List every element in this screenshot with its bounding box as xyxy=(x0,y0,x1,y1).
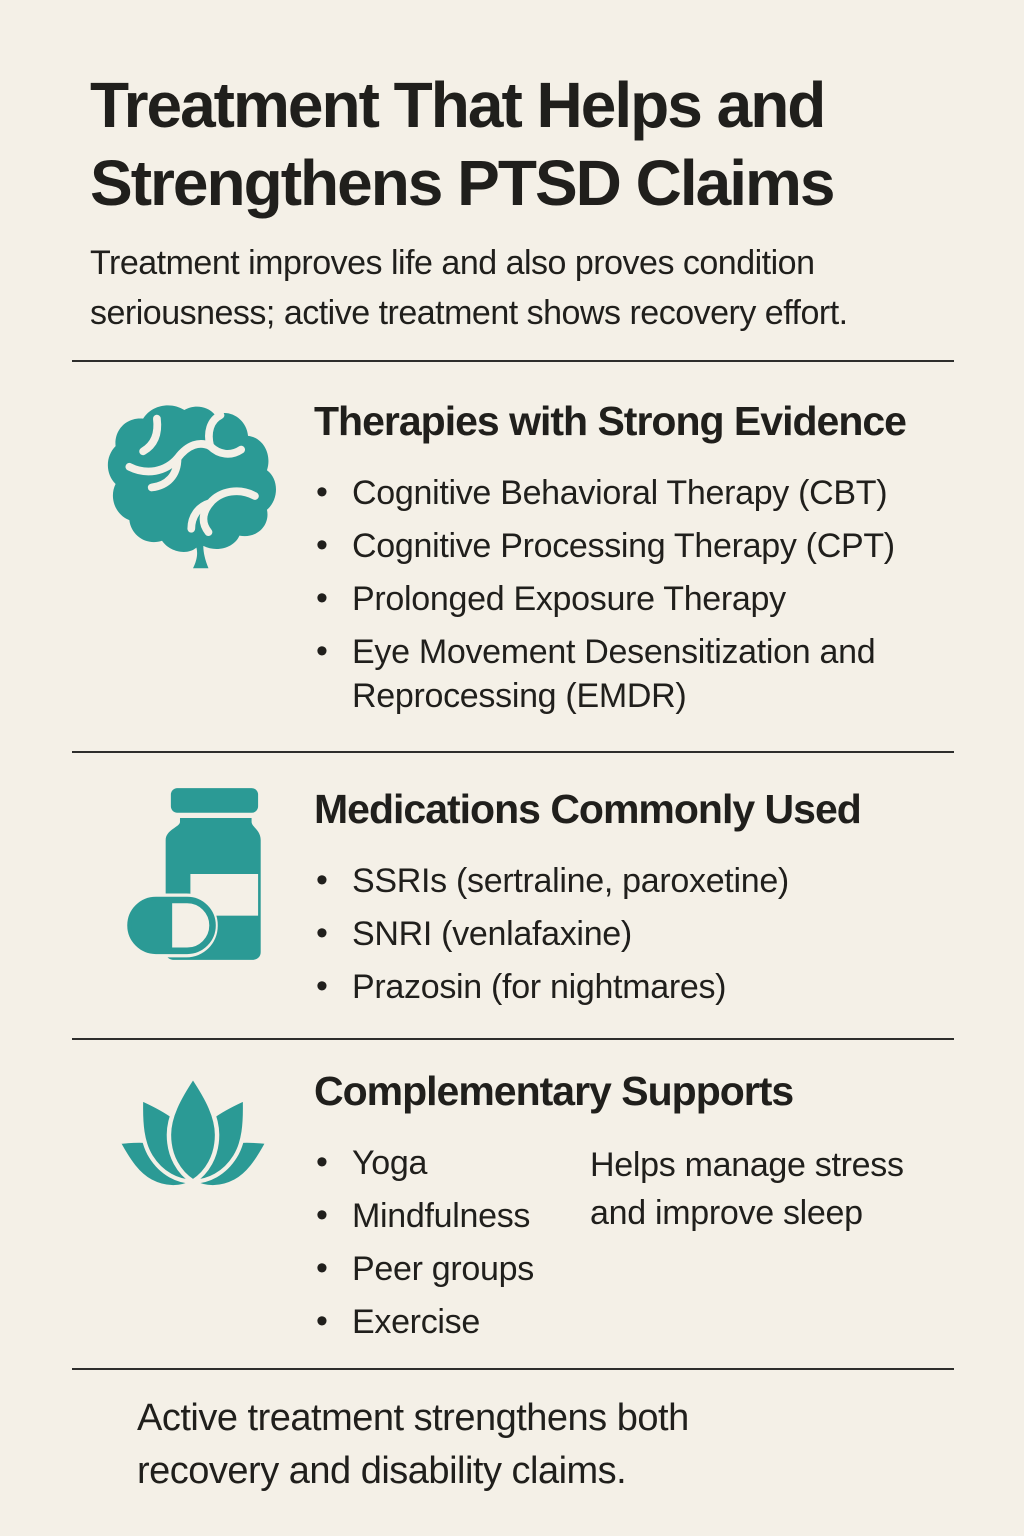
bullet-item: Peer groups xyxy=(314,1246,590,1291)
bullet-list: Cognitive Behavioral Therapy (CBT) Cogni… xyxy=(314,470,974,718)
section-medications: Medications Commonly Used SSRIs (sertral… xyxy=(0,784,1024,1018)
divider xyxy=(72,751,954,753)
bullet-item: SNRI (venlafaxine) xyxy=(314,911,974,956)
bullet-item: SSRIs (sertraline, paroxetine) xyxy=(314,858,974,903)
section-complementary: Complementary Supports Yoga Mindfulness … xyxy=(0,1066,1024,1353)
bullet-item: Exercise xyxy=(314,1299,590,1344)
page-title-line-1: Treatment That Helps and xyxy=(90,69,826,141)
bullet-item: Yoga xyxy=(314,1140,590,1185)
footer-note: Active treatment strengthens both recove… xyxy=(137,1397,689,1492)
bullet-item: Eye Movement Desensitization and Reproce… xyxy=(314,629,974,718)
divider xyxy=(72,1038,954,1040)
page-title: Treatment That Helps and Strengthens PTS… xyxy=(90,66,990,222)
bullet-item: Cognitive Behavioral Therapy (CBT) xyxy=(314,470,974,515)
section-content: Complementary Supports Yoga Mindfulness … xyxy=(314,1066,974,1353)
section-therapies: Therapies with Strong Evidence Cognitive… xyxy=(0,396,1024,727)
pill-bottle-icon xyxy=(98,784,288,960)
section-content: Medications Commonly Used SSRIs (sertral… xyxy=(314,784,974,1018)
bullet-item: Mindfulness xyxy=(314,1193,590,1238)
divider xyxy=(72,360,954,362)
bullet-list: SSRIs (sertraline, paroxetine) SNRI (ven… xyxy=(314,858,974,1009)
side-note: Helps manage stress and improve sleep xyxy=(590,1146,904,1232)
page-subtitle: Treatment improves life and also proves … xyxy=(90,244,848,332)
lotus-icon xyxy=(98,1066,288,1190)
divider xyxy=(72,1368,954,1370)
bullet-list: Yoga Mindfulness Peer groups Exercise xyxy=(314,1140,590,1353)
bullet-item: Cognitive Processing Therapy (CPT) xyxy=(314,523,974,568)
section-heading: Medications Commonly Used xyxy=(314,786,862,832)
brain-icon xyxy=(98,396,288,570)
section-heading: Therapies with Strong Evidence xyxy=(314,398,907,444)
section-content: Therapies with Strong Evidence Cognitive… xyxy=(314,396,974,727)
header: Treatment That Helps and Strengthens PTS… xyxy=(90,66,990,338)
bullet-item: Prazosin (for nightmares) xyxy=(314,964,974,1009)
supports-columns: Yoga Mindfulness Peer groups Exercise He… xyxy=(314,1140,974,1353)
section-heading: Complementary Supports xyxy=(314,1068,794,1114)
bullet-item: Prolonged Exposure Therapy xyxy=(314,576,974,621)
page-title-line-2: Strengthens PTSD Claims xyxy=(90,147,836,219)
